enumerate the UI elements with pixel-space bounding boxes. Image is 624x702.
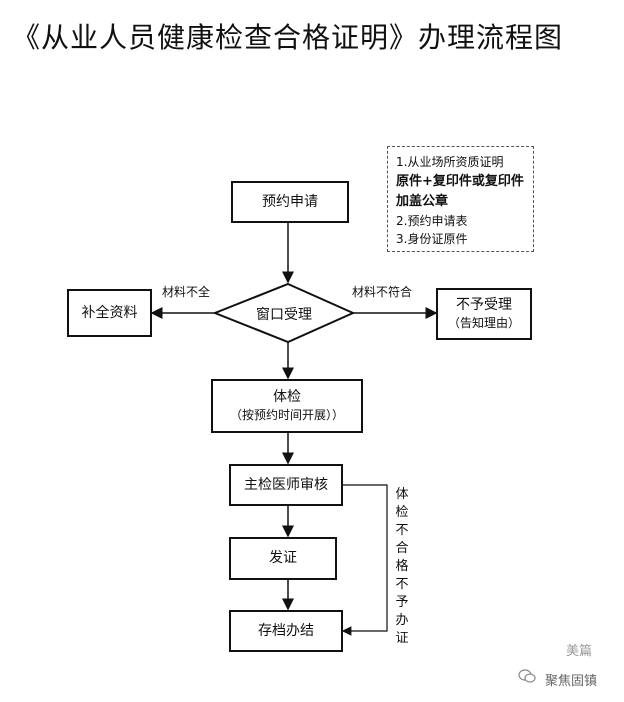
note-line-4: 3.身份证原件 <box>396 232 468 247</box>
required-materials-note: 1.从业场所资质证明 原件+复印件或复印件加盖公章 2.预约申请表 3.身份证原… <box>387 146 534 252</box>
review-box: 主检医师审核 <box>229 464 343 506</box>
archive-label: 存档办结 <box>258 622 314 639</box>
issue-box: 发证 <box>229 537 337 580</box>
reject-reason: （告知理由） <box>447 316 520 331</box>
edge-label-not-compliant: 材料不符合 <box>352 285 413 299</box>
note-line-2: 原件+复印件或复印件加盖公章 <box>396 173 524 209</box>
reject-box: 不予受理 （告知理由） <box>436 288 532 340</box>
exam-box: 体检 （按预约时间开展）） <box>211 379 363 433</box>
diagram-title: 《从业人员健康检查合格证明》办理流程图 <box>12 21 564 54</box>
reject-label: 不予受理 <box>455 297 512 314</box>
watermark-bottom: 聚焦固镇 <box>545 674 598 689</box>
window-label: 窗口受理 <box>256 307 312 323</box>
exam-note: （按预约时间开展）） <box>229 408 344 423</box>
note-line-3: 2.预约申请表 <box>396 213 468 228</box>
issue-label: 发证 <box>269 550 297 567</box>
archive-box: 存档办结 <box>229 610 343 652</box>
exam-label: 体检 <box>272 389 301 406</box>
watermark-top: 美篇 <box>566 644 593 659</box>
window-diamond-shape <box>212 282 356 344</box>
wechat-icon <box>518 669 536 683</box>
note-line-1: 1.从业场所资质证明 <box>396 155 504 169</box>
review-label: 主检医师审核 <box>244 476 328 493</box>
edge-label-incomplete: 材料不全 <box>162 285 211 299</box>
apply-box: 预约申请 <box>231 181 349 223</box>
supplement-label: 补全资料 <box>81 304 138 321</box>
edge-label-exam-fail: 体检不合格不予办证 <box>395 487 409 646</box>
apply-label: 预约申请 <box>262 193 318 210</box>
supplement-box: 补全资料 <box>67 289 152 337</box>
